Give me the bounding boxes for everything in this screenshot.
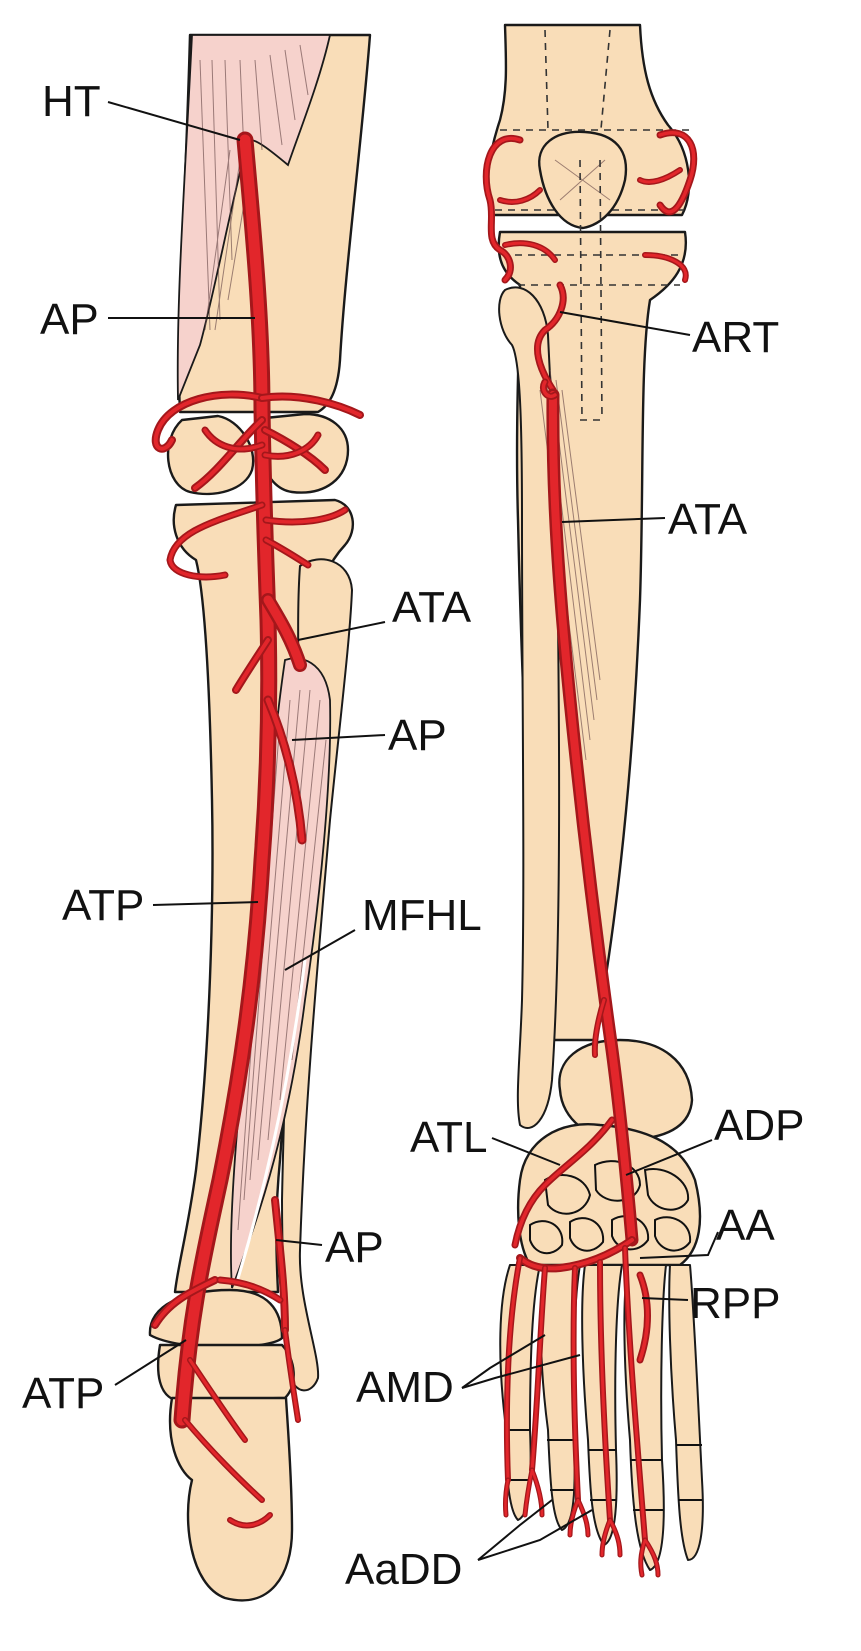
label-aa: AA xyxy=(716,1201,775,1250)
leader-ap-ankle xyxy=(275,1239,323,1246)
leader-amd-2 xyxy=(461,1354,581,1389)
leader-ata-right xyxy=(561,517,666,523)
leader-ap-mid xyxy=(291,734,386,741)
thigh-hatching xyxy=(199,44,309,331)
label-ap-mid: AP xyxy=(388,711,447,760)
label-adp: ADP xyxy=(714,1101,804,1150)
label-atl: ATL xyxy=(410,1113,487,1162)
leader-adp xyxy=(625,1139,713,1176)
label-aadd: AaDD xyxy=(345,1545,462,1594)
tibia-plateau-dashes xyxy=(515,159,680,421)
leader-ht xyxy=(107,101,241,141)
leader-atp-mid xyxy=(152,901,259,906)
label-amd: AMD xyxy=(356,1363,454,1412)
anterior-femur-shape xyxy=(486,23,691,217)
toe-joints xyxy=(504,1429,702,1511)
leader-lines xyxy=(107,101,719,1561)
label-ht: HT xyxy=(42,77,101,126)
leader-art xyxy=(559,311,691,336)
leader-rpp xyxy=(641,1297,689,1301)
tendon-line xyxy=(234,959,307,1286)
interosseous-hatching xyxy=(539,369,601,761)
anterior-tarsal-block xyxy=(516,1123,702,1267)
label-ata-left: ATA xyxy=(392,583,472,632)
leader-ata-left xyxy=(297,621,386,641)
leader-aadd xyxy=(477,1499,553,1561)
label-atp-mid: ATP xyxy=(62,881,144,930)
thigh-muscle xyxy=(176,34,332,401)
leader-atl xyxy=(491,1137,561,1166)
calcaneus-shape xyxy=(168,1396,294,1602)
posterior-leg-view xyxy=(148,33,372,1602)
label-ata-right: ATA xyxy=(668,495,748,544)
label-atp-foot: ATP xyxy=(22,1369,104,1418)
label-ap-thigh: AP xyxy=(40,295,99,344)
label-rpp: RPP xyxy=(690,1279,780,1328)
label-art: ART xyxy=(692,313,779,362)
anterior-leg-view xyxy=(482,23,704,1578)
talus-shape xyxy=(148,1288,284,1349)
tarsal-outlines xyxy=(529,1160,692,1255)
leader-aa xyxy=(639,1231,719,1259)
femoral-condyle-left xyxy=(166,414,255,496)
leader-amd xyxy=(461,1334,546,1389)
patella-hatching xyxy=(554,159,611,201)
posterior-arteries xyxy=(151,131,364,1529)
leader-mfhl xyxy=(284,929,356,971)
leader-aadd-2 xyxy=(477,1509,593,1561)
label-mfhl: MFHL xyxy=(362,891,482,940)
leader-atp-foot xyxy=(114,1339,187,1386)
label-ap-ankle: AP xyxy=(325,1223,384,1272)
labels: HT AP ATA AP ATP MFHL AP ATP ART ATA ATL… xyxy=(22,77,804,1594)
anterior-femur-dashes xyxy=(495,29,690,211)
